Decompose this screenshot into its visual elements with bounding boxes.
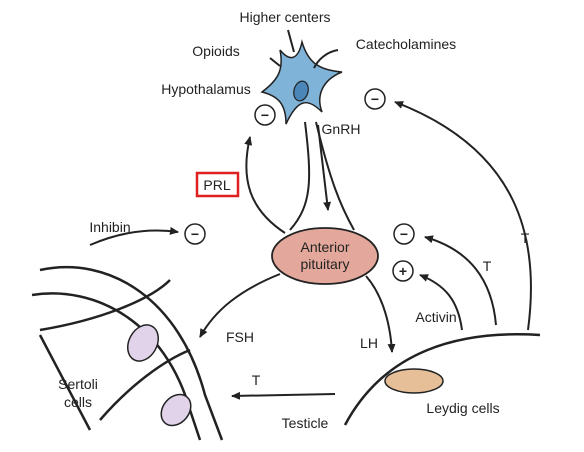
minus-sign: − xyxy=(261,107,269,123)
anterior-pituitary xyxy=(271,227,379,285)
sertoli-outer-boundary xyxy=(39,265,224,441)
stalk-line-2 xyxy=(315,121,355,231)
stalk-line-1 xyxy=(289,121,311,231)
opioids-label: Opioids xyxy=(192,43,239,59)
sertoli-label-1: Sertoli xyxy=(58,376,98,392)
testicle-label: Testicle xyxy=(282,415,329,431)
inhibin-arrow xyxy=(89,226,179,246)
lh-label: LH xyxy=(360,335,378,351)
t-mid-label: T xyxy=(483,258,492,274)
testicle-boundary xyxy=(343,333,541,426)
minus-sign: − xyxy=(371,91,379,107)
minus-circle-top-right xyxy=(364,88,386,110)
minus-sign: − xyxy=(191,226,199,242)
t-outer-arrow xyxy=(394,101,532,331)
prl-arrow xyxy=(244,136,286,234)
t-mid-arrow xyxy=(424,235,497,326)
sertoli-label-2: cells xyxy=(64,394,92,410)
higher-centers-label: Higher centers xyxy=(239,9,330,25)
lh-arrow xyxy=(365,275,396,353)
t-outer-label: T xyxy=(521,230,530,246)
minus-sign: − xyxy=(400,226,408,242)
t-bottom-arrow xyxy=(231,391,336,400)
higher-centers-line xyxy=(287,29,295,53)
anterior-pituitary-label-1: Anterior xyxy=(300,239,349,255)
gnrh-label: GnRH xyxy=(322,121,361,137)
fsh-arrow xyxy=(199,273,281,338)
sertoli-edge xyxy=(38,334,92,431)
minus-circle-pituitary xyxy=(393,223,415,245)
catecholamines-line xyxy=(313,49,339,69)
opioids-line xyxy=(269,57,281,67)
sertoli-nucleus xyxy=(127,324,159,362)
anterior-pituitary-label-2: pituitary xyxy=(300,256,349,272)
prl-highlight-box xyxy=(195,171,240,198)
sertoli-inner-boundary xyxy=(31,292,202,441)
hypothalamus-nucleus xyxy=(293,80,309,102)
activin-arrow xyxy=(419,274,463,331)
leydig-label: Leydig cells xyxy=(426,400,499,416)
t-bottom-label: T xyxy=(252,372,261,388)
prl-label: PRL xyxy=(203,177,230,193)
plus-circle-activin xyxy=(392,260,414,282)
activin-label: Activin xyxy=(415,309,456,325)
minus-circle-hypothalamus xyxy=(254,104,276,126)
fsh-label: FSH xyxy=(226,329,254,345)
plus-sign: + xyxy=(399,263,407,279)
leydig-cell xyxy=(384,368,444,394)
catecholamines-label: Catecholamines xyxy=(356,36,456,52)
sertoli-nucleus xyxy=(160,393,192,427)
gnrh-arrow xyxy=(317,124,332,211)
sertoli-divider-1 xyxy=(39,279,171,332)
sertoli-divider-2 xyxy=(99,348,191,421)
hypothalamus-label: Hypothalamus xyxy=(161,81,251,97)
inhibin-label: Inhibin xyxy=(89,219,130,235)
minus-circle-inhibin xyxy=(184,223,206,245)
